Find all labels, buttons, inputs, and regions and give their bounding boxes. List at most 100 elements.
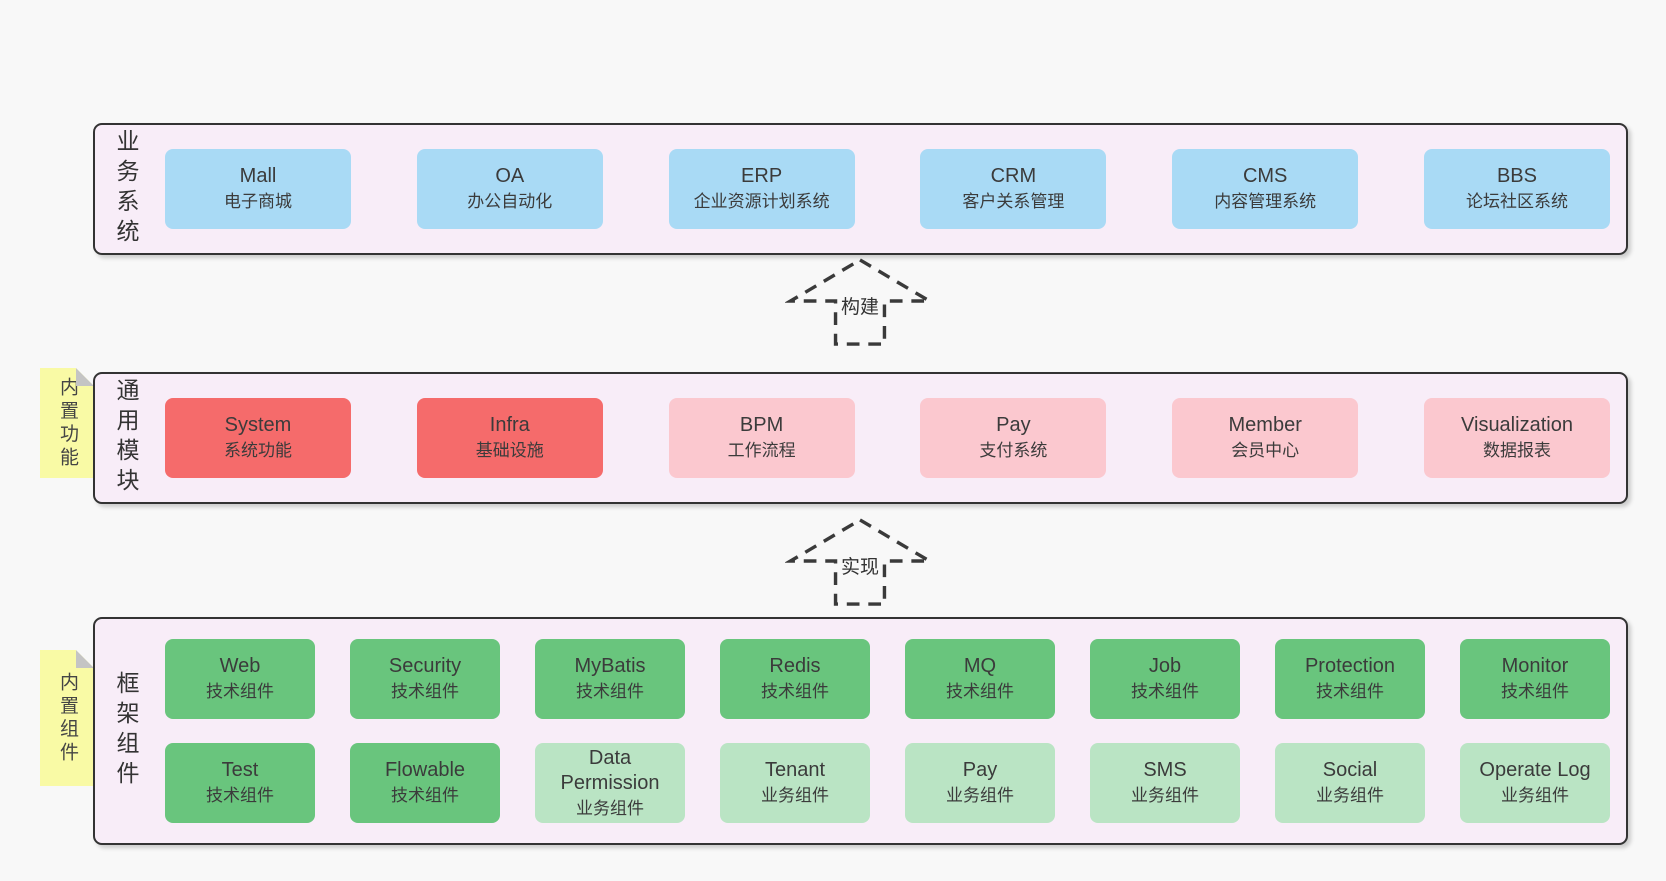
folded-corner-icon [76, 650, 94, 668]
box-subtitle: 技术组件 [761, 682, 829, 701]
box-system: System 系统功能 [165, 398, 351, 478]
box-subtitle: 业务组件 [761, 786, 829, 805]
modules-boxes-row: System 系统功能 Infra 基础设施 BPM 工作流程 Pay 支付系统… [145, 398, 1626, 478]
box-title: Tenant [764, 759, 826, 781]
components-row-2: Test 技术组件 Flowable 技术组件 Data Permission … [165, 743, 1610, 823]
box-title: Mall [239, 165, 277, 187]
box-title: Web [219, 655, 261, 677]
box-title: Social [1322, 759, 1378, 781]
box-title: CMS [1242, 165, 1288, 187]
box-subtitle: 技术组件 [1131, 682, 1199, 701]
business-boxes-row: Mall 电子商城 OA 办公自动化 ERP 企业资源计划系统 CRM 客户关系… [145, 149, 1626, 229]
box-mybatis: MyBatis 技术组件 [535, 639, 685, 719]
panel-modules-side-label: 通用模块 [113, 378, 139, 498]
box-subtitle: 技术组件 [946, 682, 1014, 701]
box-subtitle: 技术组件 [1316, 682, 1384, 701]
box-title: Data Permission [560, 746, 660, 794]
box-subtitle: 支付系统 [979, 441, 1048, 460]
box-flowable: Flowable 技术组件 [350, 743, 500, 823]
box-subtitle: 技术组件 [576, 682, 644, 701]
box-subtitle: 业务组件 [1316, 786, 1384, 805]
sticky-label: 内置功能 [57, 376, 78, 470]
box-protection: Protection 技术组件 [1275, 639, 1425, 719]
folded-corner-icon [76, 368, 94, 386]
box-title: Protection [1304, 655, 1396, 677]
up-arrow-icon [785, 517, 935, 606]
box-crm: CRM 客户关系管理 [920, 149, 1107, 229]
box-mall: Mall 电子商城 [165, 149, 351, 229]
box-visualization: Visualization 数据报表 [1423, 398, 1610, 478]
box-title: Job [1148, 655, 1182, 677]
box-subtitle: 技术组件 [206, 786, 274, 805]
box-subtitle: 数据报表 [1482, 441, 1551, 460]
box-subtitle: 内容管理系统 [1214, 192, 1317, 211]
box-title: Member [1228, 414, 1302, 436]
box-subtitle: 技术组件 [391, 786, 459, 805]
components-boxes-grid: Web 技术组件 Security 技术组件 MyBatis 技术组件 Redi… [145, 639, 1626, 823]
box-title: Visualization [1461, 414, 1573, 436]
box-bpm: BPM 工作流程 [668, 398, 855, 478]
box-bbs: BBS 论坛社区系统 [1423, 149, 1610, 229]
box-subtitle: 企业资源计划系统 [693, 192, 830, 211]
box-pay-system: Pay 支付系统 [920, 398, 1107, 478]
box-subtitle: 工作流程 [727, 441, 796, 460]
box-subtitle: 客户关系管理 [962, 192, 1065, 211]
box-subtitle: 技术组件 [1501, 682, 1569, 701]
box-job: Job 技术组件 [1090, 639, 1240, 719]
box-subtitle: 业务组件 [946, 786, 1014, 805]
box-cms: CMS 内容管理系统 [1172, 149, 1359, 229]
box-member: Member 会员中心 [1172, 398, 1359, 478]
box-title: BPM [739, 414, 784, 436]
box-subtitle: 技术组件 [206, 682, 274, 701]
arrow-implement-label: 实现 [837, 551, 883, 580]
box-data-permission: Data Permission 业务组件 [535, 743, 685, 823]
arrow-build: 构建 [785, 257, 935, 347]
arrow-implement: 实现 [785, 517, 935, 607]
box-title: Operate Log [1479, 759, 1591, 781]
box-operate-log: Operate Log 业务组件 [1460, 743, 1610, 823]
box-title: MyBatis [574, 655, 646, 677]
box-title: Pay [962, 759, 998, 781]
box-sms: SMS 业务组件 [1090, 743, 1240, 823]
box-tenant: Tenant 业务组件 [720, 743, 870, 823]
box-title: ERP [741, 165, 783, 187]
box-mq: MQ 技术组件 [905, 639, 1055, 719]
box-title: SMS [1143, 759, 1187, 781]
box-subtitle: 会员中心 [1231, 441, 1300, 460]
box-subtitle: 办公自动化 [467, 192, 553, 211]
box-oa: OA 办公自动化 [416, 149, 603, 229]
panel-business-systems: 业务系统 Mall 电子商城 OA 办公自动化 ERP 企业资源计划系统 CRM… [93, 123, 1628, 255]
sticky-label: 内置组件 [57, 671, 78, 765]
arrow-build-label: 构建 [837, 291, 883, 320]
box-subtitle: 业务组件 [576, 798, 644, 818]
panel-business-side-label: 业务系统 [113, 129, 139, 249]
box-subtitle: 基础设施 [475, 441, 544, 460]
box-title: Infra [489, 414, 530, 436]
box-title: CRM [990, 165, 1037, 187]
box-subtitle: 论坛社区系统 [1465, 192, 1568, 211]
box-redis: Redis 技术组件 [720, 639, 870, 719]
box-title: BBS [1496, 165, 1537, 187]
box-title: Pay [996, 414, 1031, 436]
box-erp: ERP 企业资源计划系统 [668, 149, 855, 229]
box-title: OA [495, 165, 525, 187]
box-security: Security 技术组件 [350, 639, 500, 719]
box-subtitle: 电子商城 [224, 192, 292, 211]
box-subtitle: 技术组件 [391, 682, 459, 701]
box-title: MQ [963, 655, 997, 677]
box-title: Test [221, 759, 259, 781]
box-monitor: Monitor 技术组件 [1460, 639, 1610, 719]
box-infra: Infra 基础设施 [416, 398, 603, 478]
box-subtitle: 系统功能 [224, 441, 292, 460]
sticky-built-in-components: 内置组件 [40, 650, 94, 786]
panel-components-side-label: 框架组件 [113, 671, 139, 791]
box-subtitle: 业务组件 [1131, 786, 1199, 805]
box-test: Test 技术组件 [165, 743, 315, 823]
up-arrow-icon [785, 257, 935, 346]
box-subtitle: 业务组件 [1501, 786, 1569, 805]
components-row-1: Web 技术组件 Security 技术组件 MyBatis 技术组件 Redi… [165, 639, 1610, 719]
box-title: Monitor [1501, 655, 1569, 677]
box-title: Redis [769, 655, 821, 677]
panel-framework-components: 框架组件 Web 技术组件 Security 技术组件 MyBatis 技术组件… [93, 617, 1628, 845]
